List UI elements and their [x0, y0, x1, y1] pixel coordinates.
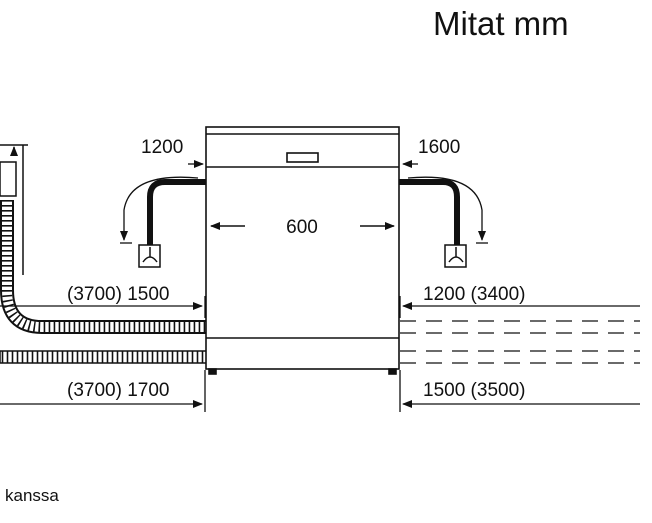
left-foot [208, 368, 217, 375]
width-label: 600 [286, 217, 318, 238]
tap-connector-icon [444, 244, 467, 268]
upper-hose [0, 200, 208, 334]
control-display [286, 152, 319, 163]
right-lower-hose-label: 1500 (3500) [423, 380, 525, 401]
right-foot [388, 368, 397, 375]
lower-hose-dimension [0, 370, 640, 412]
lower-hose [0, 350, 209, 364]
dishwasher [205, 126, 400, 375]
footer-text: kanssa [5, 486, 59, 505]
hose-continuation-dashes [400, 320, 640, 364]
left-upper-hose-label: (3700) 1500 [67, 284, 169, 305]
right-upper-hose-label: 1200 (3400) [423, 284, 525, 305]
left-drain-label: 1200 [141, 137, 183, 158]
left-edge-element [0, 144, 28, 275]
upper-hose-dimension [0, 296, 640, 318]
right-drain-hose [399, 160, 488, 245]
tap-connector-icon [138, 244, 161, 268]
left-lower-hose-label: (3700) 1700 [67, 380, 169, 401]
right-drain-label: 1600 [418, 137, 460, 158]
page-title: Mitat mm [433, 5, 569, 42]
left-drain-hose [120, 160, 206, 245]
